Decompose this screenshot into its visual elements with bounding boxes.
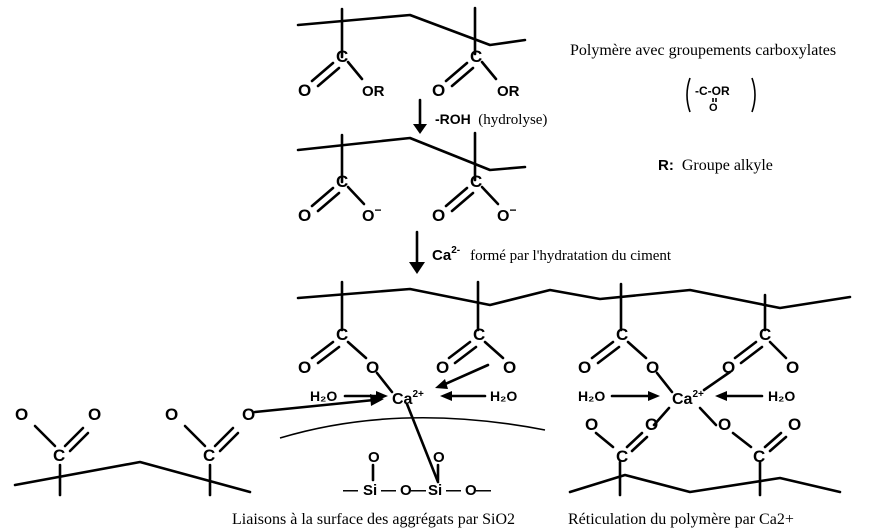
legend-r-definition: R: Groupe alkyle — [658, 157, 773, 174]
ester-carbon-2: C — [470, 47, 482, 66]
water-left-2: H₂O — [490, 388, 517, 404]
legend: Polymère avec groupements carboxylates -… — [570, 42, 836, 174]
legend-title: Polymère avec groupements carboxylates — [570, 42, 836, 59]
bottom-right-carbon-2: C — [753, 447, 765, 466]
carboxylate-o-minus-1: O− — [362, 203, 381, 225]
water-right-2: H₂O — [768, 388, 795, 404]
arrow-hydrolysis: -ROH (hydrolyse) — [413, 98, 547, 134]
lower-oxygen-4b: O — [786, 358, 799, 377]
silicon-1: Si — [363, 482, 377, 499]
lower-carbon-4: C — [759, 325, 771, 344]
carboxylate-carbon-2: C — [470, 172, 482, 191]
bottom-right-oxygen-1: O — [585, 415, 598, 434]
carboxylate-oxygen-2: O — [432, 206, 445, 225]
silica-bond-5: — — [476, 482, 491, 499]
bottom-right-oxygen-3: O — [718, 415, 731, 434]
carboxylate-carbon-1: C — [336, 172, 348, 191]
bottom-right-carbon-1: C — [616, 447, 628, 466]
lower-oxygen-1: O — [298, 358, 311, 377]
polymer-bottom-left: C O O C O O — [13, 405, 255, 497]
bottom-right-backbone — [568, 473, 842, 494]
bottom-left-oxygen-4: O — [242, 405, 255, 424]
ester-oxygen-1: O — [298, 81, 311, 100]
calcium-right: Ca2+ — [672, 389, 704, 408]
bottom-left-oxygen-1: O — [15, 405, 28, 424]
ester-or-1: OR — [362, 83, 385, 100]
polymer-bottom-right: C O O C O O — [568, 415, 842, 497]
calcium-complex-right: Ca2+ H₂O H₂O — [578, 388, 795, 427]
lower-oxygen-4: O — [722, 358, 735, 377]
hydrolysis-reagent: -ROH (hydrolyse) — [435, 111, 547, 128]
bottom-right-oxygen-2: O — [645, 415, 658, 434]
silica-bond-4: — — [446, 482, 461, 499]
calcium-ion-label: Ca2- formé par l'hydratation du ciment — [432, 240, 672, 264]
bottom-left-oxygen-3: O — [165, 405, 178, 424]
silica-bond-2: — — [381, 482, 396, 499]
lower-oxygen-3: O — [578, 358, 591, 377]
polymer-carboxylate: C O O− C O O− — [296, 131, 527, 225]
silica-oxygen-2: O — [433, 449, 445, 466]
lower-oxygen-3b: O — [646, 358, 659, 377]
silica-oxygen-1: O — [368, 449, 380, 466]
legend-group-formula: -C-OR — [695, 84, 730, 98]
silica-surface: O O — Si — O — Si — O — — [279, 416, 546, 499]
lower-carbon-1: C — [336, 325, 348, 344]
carboxylate-o-minus-2: O− — [497, 203, 516, 225]
silica-bond-3: — — [411, 482, 426, 499]
ester-backbone — [296, 13, 527, 47]
caption-left: Liaisons à la surface des aggrégats par … — [232, 511, 515, 528]
caption-right: Réticulation du polymère par Ca2+ — [568, 511, 794, 528]
bottom-left-backbone — [13, 460, 252, 494]
legend-group-oxygen: O — [709, 102, 718, 114]
silicon-2: Si — [428, 482, 442, 499]
bottom-left-oxygen-2: O — [88, 405, 101, 424]
water-left-1: H₂O — [310, 388, 337, 404]
silica-end-oxygen: O — [465, 482, 477, 499]
lower-oxygen-2: O — [436, 358, 449, 377]
ester-carbon-1: C — [336, 47, 348, 66]
lower-oxygen-1b: O — [366, 358, 379, 377]
silica-bridge-oxygen: O — [400, 482, 412, 499]
water-right-1: H₂O — [578, 388, 605, 404]
polymer-crosslinked: C O O C O O C O O C O O — [296, 280, 852, 394]
lower-oxygen-2b: O — [503, 358, 516, 377]
polymer-ester: C O OR C O OR — [296, 6, 527, 100]
calcium-complex-left: Ca2+ H₂O H₂O — [253, 363, 517, 484]
silica-bond-1: — — [343, 482, 358, 499]
carboxylate-backbone — [296, 136, 527, 172]
lower-carbon-2: C — [473, 325, 485, 344]
lower-backbone — [296, 287, 852, 310]
carboxylate-oxygen-1: O — [298, 206, 311, 225]
surface-curve — [279, 416, 546, 439]
ester-oxygen-2: O — [432, 81, 445, 100]
bottom-left-carbon-2: C — [203, 446, 215, 465]
ester-or-2: OR — [497, 83, 520, 100]
bottom-left-carbon-1: C — [53, 446, 65, 465]
arrow-calcium: Ca2- formé par l'hydratation du ciment — [409, 230, 672, 274]
lower-carbon-3: C — [616, 325, 628, 344]
bottom-right-oxygen-4: O — [788, 415, 801, 434]
